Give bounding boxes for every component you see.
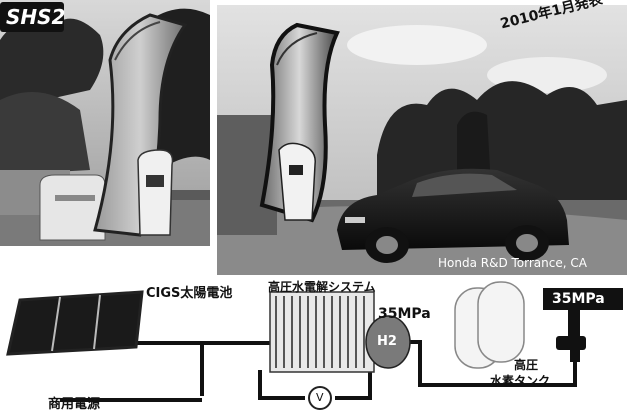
h2-label: H2: [377, 334, 397, 349]
electrolysis-stack: [269, 291, 375, 373]
meter-label: V: [316, 391, 324, 404]
photo-credit: Honda R&D Torrance, CA: [438, 256, 587, 270]
solar-label: CIGS太陽電池: [146, 286, 233, 301]
electrolysis-label: 高圧水電解システム: [268, 280, 376, 294]
voltmeter: [308, 386, 332, 410]
solar-panel: [6, 290, 144, 356]
model-badge-text: SHS2: [6, 5, 66, 29]
commercial-power-label: 商用電源: [48, 397, 101, 412]
station-photo-right: [217, 5, 627, 275]
model-badge: [0, 2, 64, 32]
hydrogen-tanks: [454, 281, 525, 369]
tank-label-line1: 高圧: [514, 358, 539, 372]
station-photo-left: [0, 0, 210, 246]
tank-label-line2: 水素タンク: [490, 374, 551, 388]
h2-vessel: [365, 315, 411, 369]
nozzle-pressure-box: [543, 288, 623, 310]
dispenser-nozzle: [556, 310, 586, 362]
pressure-label: 35MPa: [378, 306, 431, 322]
nozzle-pressure-label: 35MPa: [552, 291, 605, 307]
